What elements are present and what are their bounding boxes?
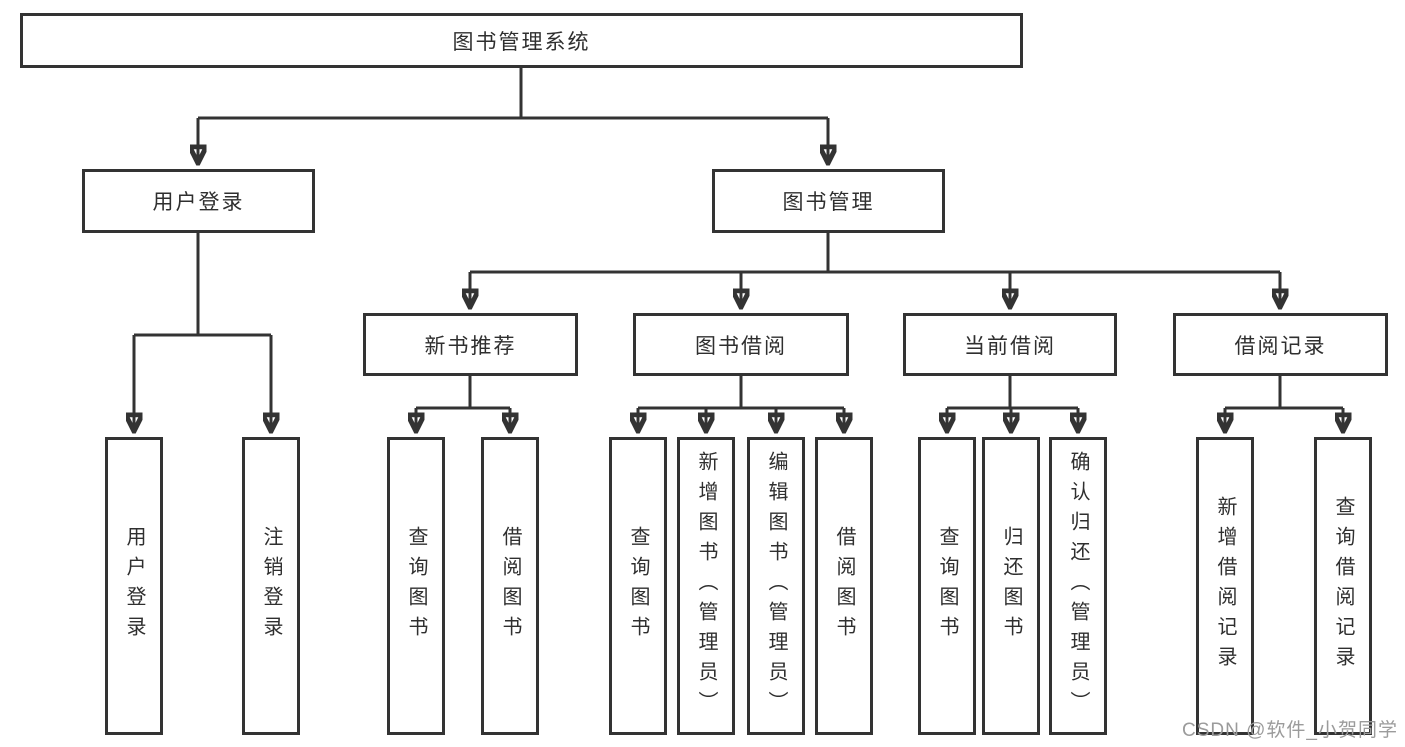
node-new-book-recommend: 新书推荐: [363, 313, 578, 376]
connector-book-borrow: [638, 376, 844, 410]
node-library-management-system: 图书管理系统: [20, 13, 1023, 68]
leaf-label: 查询图书: [405, 526, 427, 646]
node-book-borrow: 图书借阅: [633, 313, 849, 376]
leaf-current-query-books: 查询图书: [918, 437, 976, 735]
watermark: CSDN @软件_小贺同学: [1182, 720, 1398, 741]
leaf-user-login: 用户登录: [105, 437, 163, 735]
leaf-label: 借阅图书: [499, 526, 521, 646]
leaf-label: 查询图书: [936, 526, 958, 646]
node-label: 图书管理系统: [452, 30, 591, 54]
leaf-records-add-record: 新增借阅记录: [1196, 437, 1254, 735]
node-label: 图书借阅: [695, 334, 787, 358]
leaf-records-query-record: 查询借阅记录: [1314, 437, 1372, 735]
node-label: 当前借阅: [964, 334, 1056, 358]
connector-current-borrow: [947, 376, 1078, 410]
leaf-borrow-borrow-books: 借阅图书: [815, 437, 873, 735]
leaf-label: 新增借阅记录: [1214, 496, 1236, 676]
node-current-borrow: 当前借阅: [903, 313, 1117, 376]
leaf-label: 归还图书: [1000, 526, 1022, 646]
connector-book-management: [470, 233, 1280, 274]
connector-root: [198, 68, 828, 120]
leaf-current-confirm-return-admin: 确认归还（管理员）: [1049, 437, 1107, 735]
connector-user-login: [134, 233, 271, 337]
connector-new-book-recommend: [416, 376, 510, 410]
leaf-label: 编辑图书（管理员）: [765, 451, 787, 721]
node-label: 图书管理: [782, 191, 875, 214]
leaf-borrow-query-books: 查询图书: [609, 437, 667, 735]
leaf-logout: 注销登录: [242, 437, 300, 735]
leaf-label: 新增图书（管理员）: [695, 451, 717, 721]
node-label: 用户登录: [152, 191, 245, 214]
leaf-borrow-edit-books-admin: 编辑图书（管理员）: [747, 437, 805, 735]
node-book-management: 图书管理: [712, 169, 945, 233]
leaf-label: 注销登录: [260, 526, 282, 646]
node-label: 借阅记录: [1234, 334, 1327, 358]
node-label: 新书推荐: [424, 334, 517, 358]
leaf-recommend-borrow-books: 借阅图书: [481, 437, 539, 735]
leaf-label: 借阅图书: [833, 526, 855, 646]
leaf-label: 用户登录: [123, 526, 145, 646]
leaf-label: 确认归还（管理员）: [1067, 451, 1089, 721]
leaf-label: 查询图书: [627, 526, 649, 646]
leaf-current-return-books: 归还图书: [982, 437, 1040, 735]
leaf-label: 查询借阅记录: [1332, 496, 1354, 676]
node-borrow-records: 借阅记录: [1173, 313, 1388, 376]
connector-borrow-records: [1225, 376, 1343, 410]
node-user-login: 用户登录: [82, 169, 315, 233]
leaf-borrow-add-books-admin: 新增图书（管理员）: [677, 437, 735, 735]
leaf-recommend-query-books: 查询图书: [387, 437, 445, 735]
